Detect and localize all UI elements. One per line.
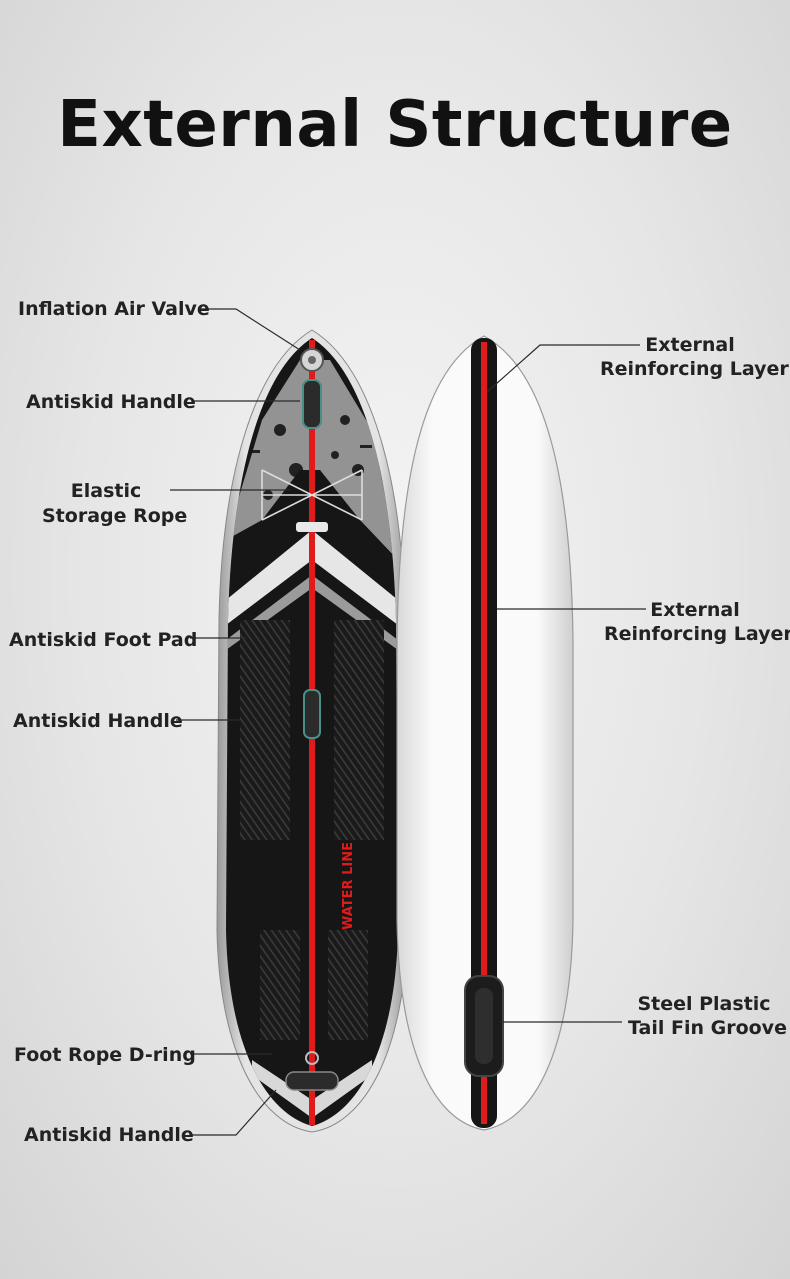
bottom-board <box>396 335 574 1131</box>
label-external-reinforcing-mid-line1: External <box>650 599 740 621</box>
deck-logo-text: WATER LINE <box>341 842 356 930</box>
label-antiskid-handle-top: Antiskid Handle <box>26 391 196 413</box>
label-antiskid-foot-pad: Antiskid Foot Pad <box>9 629 198 651</box>
label-antiskid-handle-mid: Antiskid Handle <box>13 710 183 732</box>
label-external-reinforcing-top-line1: External <box>645 334 735 356</box>
label-elastic-rope-line1: Elastic <box>70 480 142 502</box>
foot-pad-left-grooves <box>240 620 290 840</box>
top-handle <box>302 379 322 429</box>
label-antiskid-handle-tail: Antiskid Handle <box>24 1124 194 1146</box>
page-title: External Structure <box>57 88 733 162</box>
label-elastic-rope-line2: Storage Rope <box>42 505 188 527</box>
bottom-red-stripe <box>481 342 487 1124</box>
label-external-reinforcing-top-line2: Reinforcing Layer <box>600 358 789 380</box>
label-tail-fin-groove-line1: Steel Plastic <box>637 993 771 1015</box>
deck-board: WATER LINE <box>216 329 408 1133</box>
mid-handle <box>303 689 321 739</box>
label-external-reinforcing-mid-line2: Reinforcing Layer <box>604 623 790 645</box>
label-foot-rope-d-ring: Foot Rope D-ring <box>14 1044 196 1066</box>
d-ring <box>305 1051 319 1065</box>
leader-lines <box>170 308 646 1136</box>
label-inflation-air-valve: Inflation Air Valve <box>18 298 210 320</box>
tail-handle <box>285 1071 339 1091</box>
label-tail-fin-groove-line2: Tail Fin Groove <box>628 1017 787 1039</box>
elastic-rope <box>261 469 363 521</box>
foot-pad-right-grooves <box>334 620 384 840</box>
